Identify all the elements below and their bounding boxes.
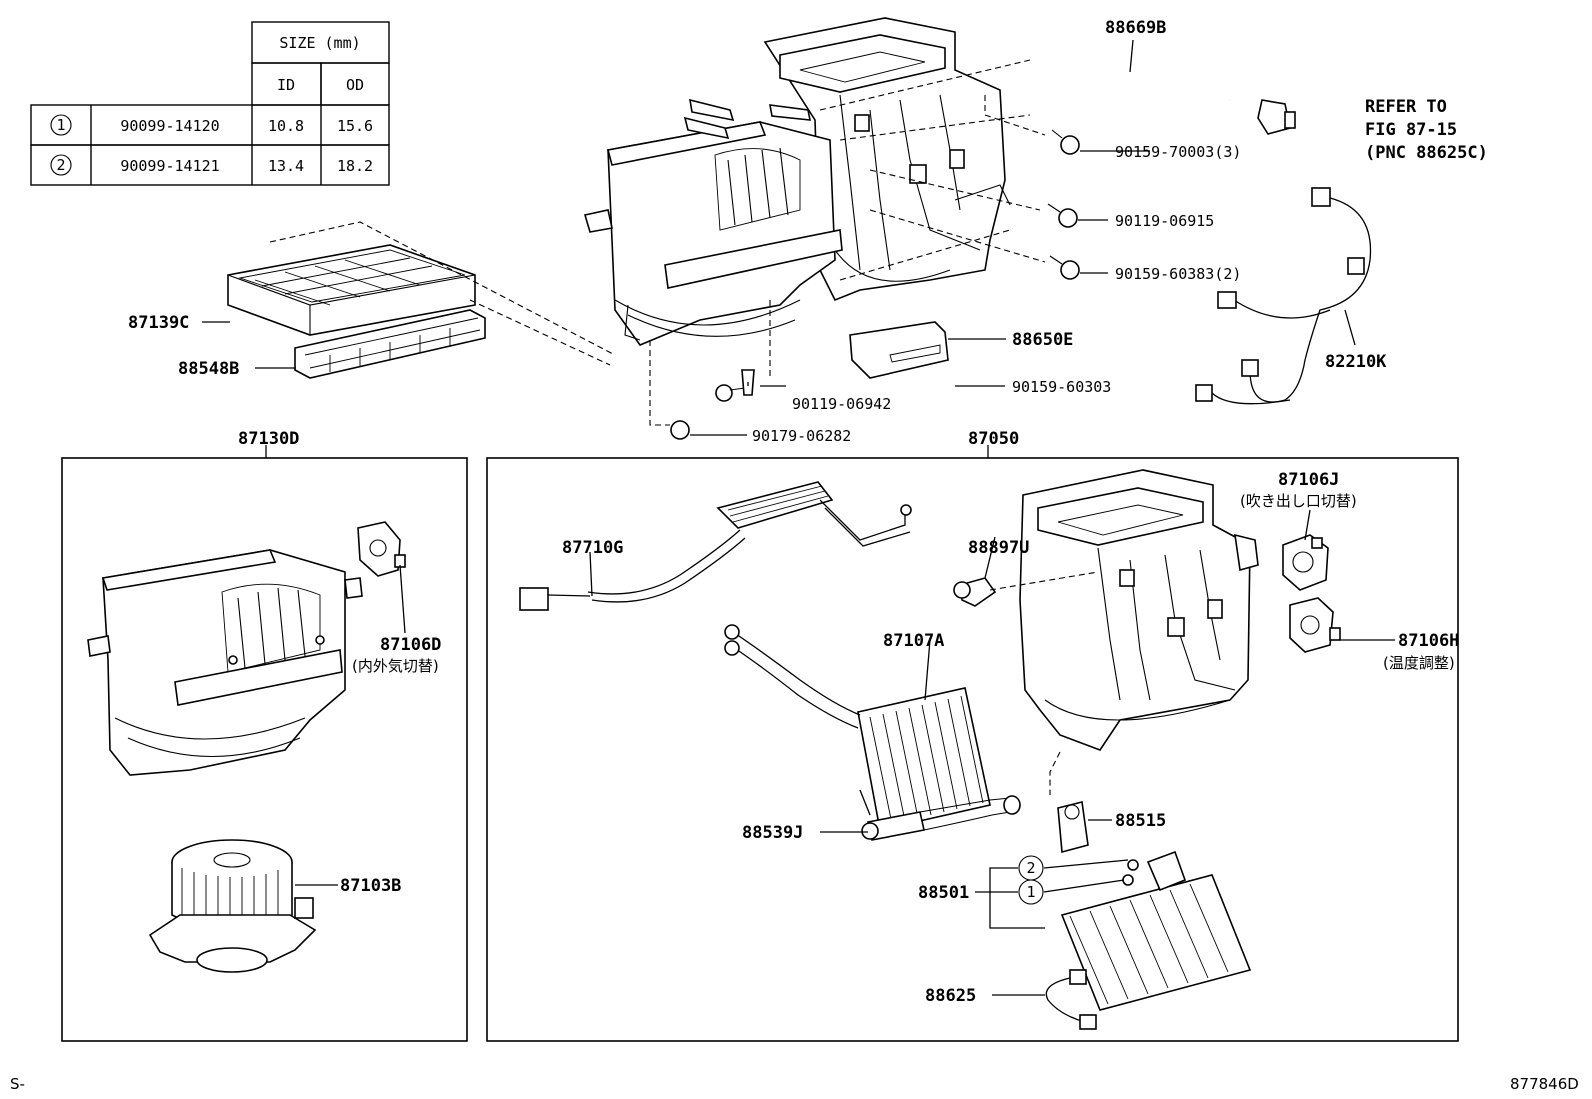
actuator-87106j-drawing xyxy=(1282,534,1329,591)
size-table-row1-part: 90099-14120 xyxy=(120,117,219,135)
label-87139c: 87139C xyxy=(128,313,189,333)
ecu-88650e-drawing xyxy=(849,321,949,379)
pipes-87710g-drawing xyxy=(519,481,912,611)
label-88539j: 88539J xyxy=(742,823,803,843)
label-88515: 88515 xyxy=(1115,811,1166,831)
label-87106d: 87106D xyxy=(380,635,441,655)
label-87106d-desc: (内外気切替) xyxy=(352,657,439,675)
label-90119-06942: 90119-06942 xyxy=(792,395,891,413)
projection-lines-right xyxy=(989,571,1099,795)
assembly-box-87130d xyxy=(61,457,468,1042)
actuator-87106h-drawing xyxy=(1289,597,1341,653)
label-87106h-desc: (温度調整) xyxy=(1383,654,1455,672)
projection-lines-top xyxy=(269,59,1046,426)
label-87130d: 87130D xyxy=(238,429,299,449)
footer-right: 877846D xyxy=(1510,1075,1579,1093)
bracket-88548b-drawing xyxy=(294,309,486,379)
size-table-col-id: ID xyxy=(277,76,295,94)
label-90159-60383: 90159-60383(2) xyxy=(1115,265,1241,283)
size-table-row2-od: 18.2 xyxy=(337,157,373,175)
wire-harness-82210k-drawing xyxy=(1195,187,1372,405)
sensor-88897u-drawing xyxy=(953,577,997,607)
blower-unit-drawing xyxy=(87,549,363,776)
wire-harness-88669b-drawing xyxy=(1029,60,1296,135)
label-88897u: 88897U xyxy=(968,538,1029,558)
label-87107a: 87107A xyxy=(883,631,944,651)
label-87050: 87050 xyxy=(968,429,1019,449)
size-table-header: SIZE (mm) xyxy=(279,34,360,52)
size-table-row2-id: 13.4 xyxy=(268,157,304,175)
blower-motor-87103b-drawing xyxy=(148,839,317,973)
size-table-col-od: OD xyxy=(346,76,364,94)
label-87710g: 87710G xyxy=(562,538,623,558)
hvac-case-87050-drawing xyxy=(1019,469,1259,751)
label-refer-pnc: (PNC 88625C) xyxy=(1365,143,1488,163)
label-88548b: 88548B xyxy=(178,359,239,379)
size-table-row1-id: 10.8 xyxy=(268,117,304,135)
label-82210k: 82210K xyxy=(1325,352,1387,372)
label-87103b: 87103B xyxy=(340,876,401,896)
leader-lines xyxy=(202,39,1395,996)
heater-core-87107a-drawing xyxy=(724,624,991,831)
valve-88515-drawing xyxy=(1057,801,1089,854)
label-refer-fig: FIG 87-15 xyxy=(1365,120,1457,140)
label-87106j-desc: (吹き出し口切替) xyxy=(1240,492,1357,510)
label-90159-70003: 90159-70003(3) xyxy=(1115,143,1241,161)
evaporator-88501-drawing xyxy=(1060,850,1252,1011)
label-87106h: 87106H xyxy=(1398,631,1459,651)
label-88501: 88501 xyxy=(918,883,969,903)
label-87106j: 87106J xyxy=(1278,470,1339,490)
label-refer-to: REFER TO xyxy=(1365,97,1447,117)
hose-88539j-drawing xyxy=(861,795,1021,841)
part-labels: 88669B REFER TO FIG 87-15 (PNC 88625C) 9… xyxy=(128,18,1488,1006)
size-table: SIZE (mm) ID OD 1 90099-14120 10.8 15.6 … xyxy=(30,21,390,186)
hvac-assembly-drawing xyxy=(583,17,1011,346)
sensor-88625-drawing xyxy=(1045,969,1097,1030)
footer-left: S- xyxy=(10,1075,25,1093)
label-90119-06915: 90119-06915 xyxy=(1115,212,1214,230)
actuator-87106d-drawing xyxy=(357,521,406,577)
mark-2: 2 xyxy=(1026,859,1035,877)
size-table-row1-od: 15.6 xyxy=(337,117,373,135)
filter-87139c-drawing xyxy=(227,244,476,336)
label-88669b: 88669B xyxy=(1105,18,1166,38)
mark-1: 1 xyxy=(1026,883,1035,901)
label-90179-06282: 90179-06282 xyxy=(752,427,851,445)
label-88650e: 88650E xyxy=(1012,330,1073,350)
size-table-row1-mark: 1 xyxy=(56,116,65,134)
label-88625: 88625 xyxy=(925,986,976,1006)
fasteners-top-drawing xyxy=(670,129,1080,440)
label-90159-60303: 90159-60303 xyxy=(1012,378,1111,396)
assembly-box-87050 xyxy=(486,457,1459,1042)
mark-circle-1 xyxy=(1018,879,1044,905)
size-table-row2-mark: 2 xyxy=(56,156,65,174)
size-table-row2-part: 90099-14121 xyxy=(120,157,219,175)
